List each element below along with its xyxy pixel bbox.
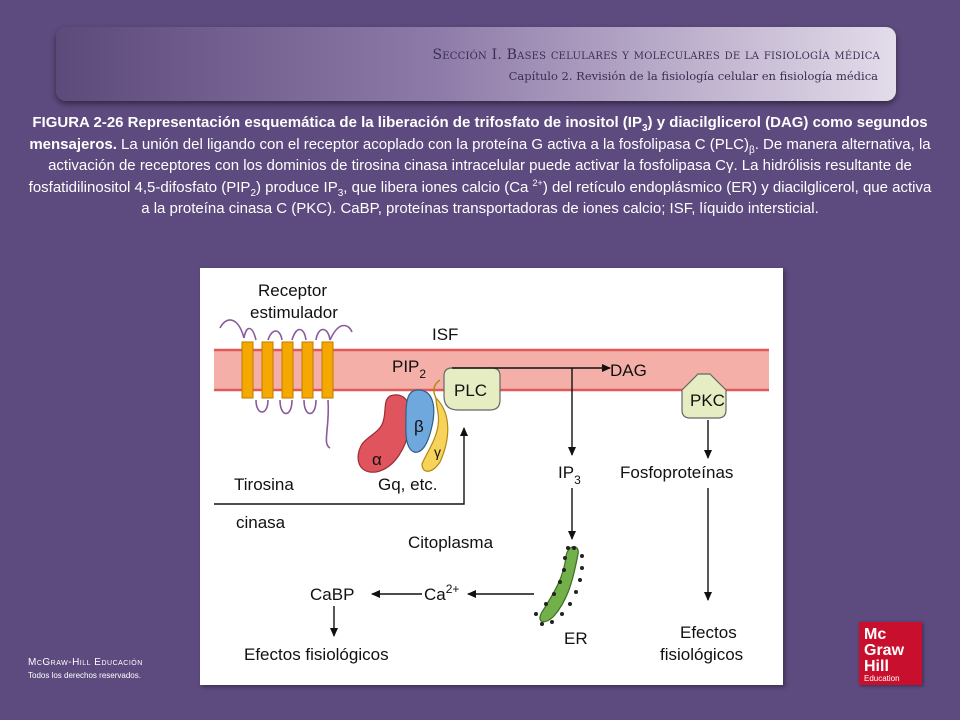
- logo-line-1: Mc: [864, 626, 887, 643]
- label-efectos-right-2: fisiológicos: [660, 645, 743, 664]
- label-fosfoproteinas: Fosfoproteínas: [620, 463, 733, 482]
- label-dag: DAG: [610, 361, 647, 380]
- label-receptor: Receptor: [258, 281, 327, 300]
- gamma-anchor: [433, 379, 441, 399]
- label-gamma: γ: [434, 444, 441, 460]
- caption-title: FIGURA 2-26 Representación esquemática d…: [29, 114, 928, 153]
- gamma-subunit: [421, 396, 449, 472]
- mcgraw-hill-logo: Mc Graw Hill Education: [859, 622, 922, 685]
- figure-caption: FIGURA 2-26 Representación esquemática d…: [28, 112, 932, 220]
- label-er: ER: [564, 629, 588, 648]
- label-pkc: PKC: [690, 391, 725, 410]
- label-gq: Gq, etc.: [378, 475, 438, 494]
- section-title: Sección I. Bases celulares y moleculares…: [432, 47, 880, 63]
- publisher-name: McGraw-Hill Educación: [28, 657, 143, 668]
- beta-subunit: [405, 389, 435, 453]
- logo-line-2: Graw: [864, 642, 905, 659]
- label-ip3: IP3: [558, 463, 581, 487]
- receptor-helices: [241, 341, 334, 399]
- label-efectos-right-1: Efectos: [680, 623, 737, 642]
- er-organelle: [539, 546, 579, 623]
- figure-diagram: Receptor estimulador ISF PIP2 DAG PLC PK…: [200, 268, 783, 685]
- plc-box: [443, 367, 501, 411]
- label-alpha: α: [372, 450, 382, 469]
- er-ribosomes: [534, 546, 584, 626]
- label-pip2: PIP2: [392, 357, 426, 381]
- pkc-box: [681, 373, 727, 419]
- label-citoplasma: Citoplasma: [408, 533, 494, 552]
- label-isf: ISF: [432, 325, 458, 344]
- caption-body: La unión del ligando con el receptor aco…: [28, 135, 932, 218]
- arrows: [214, 364, 712, 637]
- label-plc: PLC: [454, 381, 487, 400]
- publisher-rights: Todos los derechos reservados.: [28, 671, 141, 680]
- label-tirosina: Tirosina: [234, 475, 294, 494]
- label-cabp: CaBP: [310, 585, 354, 604]
- chapter-title: Capítulo 2. Revisión de la fisiología ce…: [508, 69, 878, 83]
- logo-line-3: Hill: [864, 658, 889, 675]
- receptor-loops: [219, 319, 353, 449]
- publisher-block: McGraw-Hill Educación Todos los derechos…: [28, 657, 143, 680]
- label-ca: Ca2+: [424, 582, 459, 604]
- logo-line-4: Education: [864, 674, 900, 683]
- label-beta: β: [414, 417, 424, 436]
- diagram-svg: Receptor estimulador ISF PIP2 DAG PLC PK…: [214, 281, 769, 664]
- label-efectos-left: Efectos fisiológicos: [244, 645, 389, 664]
- label-estimulador: estimulador: [250, 303, 338, 322]
- tyrosine-kinase-line: [214, 427, 468, 505]
- label-cinasa: cinasa: [236, 513, 286, 532]
- header-banner: Sección I. Bases celulares y moleculares…: [56, 27, 896, 101]
- alpha-subunit: [357, 394, 412, 473]
